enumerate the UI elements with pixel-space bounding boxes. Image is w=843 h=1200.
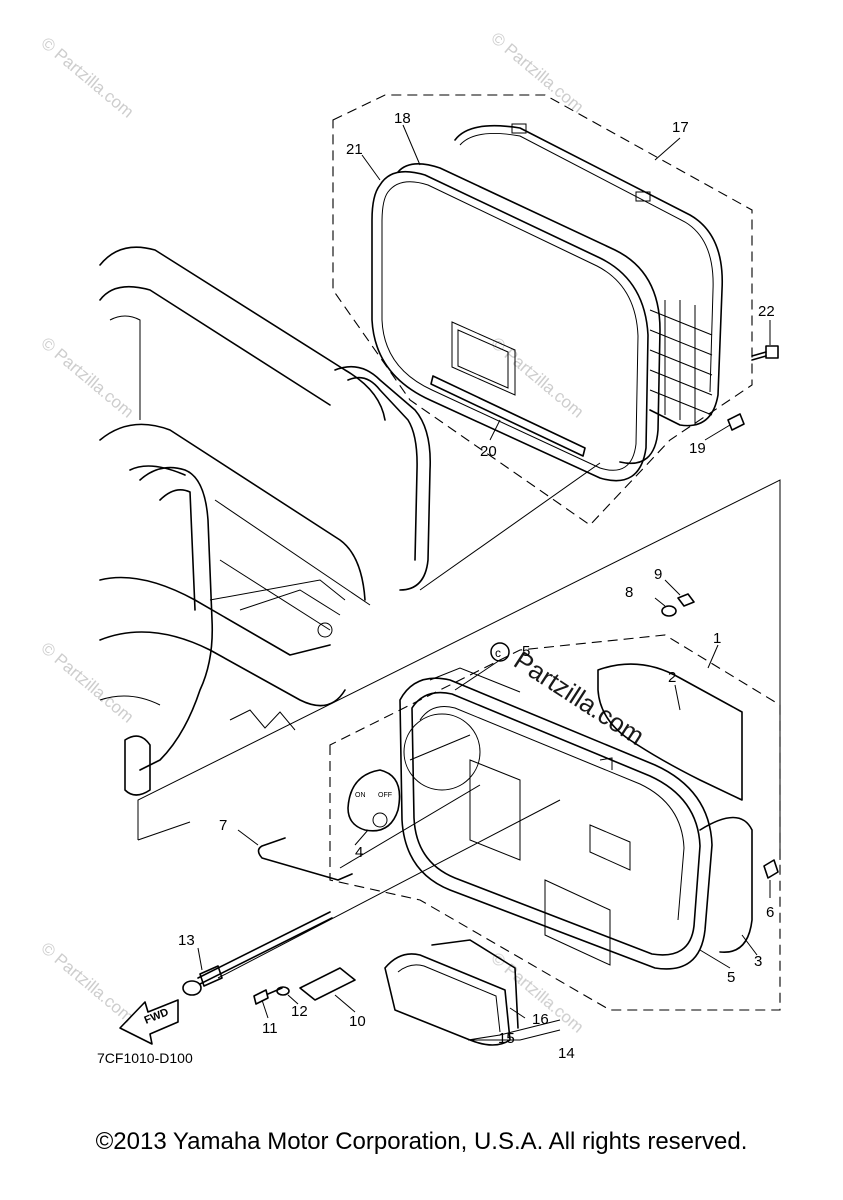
part-label: 10: [349, 1013, 366, 1030]
watermark: © Partzilla.com: [37, 34, 137, 122]
part-label: 3: [754, 953, 762, 970]
drawing-code: 7CF1010-D100: [97, 1050, 193, 1066]
rear-cover: [699, 816, 753, 953]
switch-off-label: OFF: [378, 792, 392, 799]
part-label: 4: [355, 844, 363, 861]
part-label: 13: [178, 932, 195, 949]
watermark-main: c Partzilla.com: [490, 642, 650, 751]
leader-lines: [197, 124, 771, 1041]
part-label: 20: [480, 443, 497, 460]
lower-dashed-outline: [329, 634, 781, 1011]
part-label: 19: [689, 440, 706, 457]
part-label: 22: [758, 303, 775, 320]
washer-12: [276, 986, 290, 996]
part-label: 12: [291, 1003, 308, 1020]
watermark: © Partzilla.com: [37, 334, 137, 422]
air-filter-grid: [454, 123, 724, 427]
part-label: 1: [713, 630, 721, 647]
part-label: 14: [558, 1045, 575, 1062]
screw-11: [253, 987, 283, 1005]
watermark-group: © Partzilla.com © Partzilla.com © Partzi…: [37, 29, 587, 1037]
pad-10: [299, 967, 356, 1001]
upper-group-outline: [332, 94, 753, 526]
lower-group-outline: [137, 479, 781, 860]
watermark: © Partzilla.com: [37, 939, 137, 1027]
washer-8: [661, 605, 677, 617]
part-label: 18: [394, 110, 411, 127]
switch-plate: ON OFF: [347, 769, 401, 832]
case-cover: [371, 170, 649, 482]
part-label: 9: [654, 566, 662, 583]
part-label: 5: [727, 969, 735, 986]
part-label: 6: [766, 904, 774, 921]
part-labels: 1 2 3 4 5 5 6 7 8 9 10 11 12 13 14 15 16…: [178, 110, 775, 1062]
part-label: 8: [625, 584, 633, 601]
clip-19: [727, 413, 745, 431]
watermark-main-text: Partzilla.com: [509, 645, 650, 751]
nut-9: [677, 593, 695, 607]
copyright-notice: ©2013 Yamaha Motor Corporation, U.S.A. A…: [95, 1128, 748, 1155]
clip-6: [763, 859, 779, 879]
main-case: [399, 667, 713, 970]
part-label: 16: [532, 1011, 549, 1028]
part-label: 5: [522, 643, 530, 660]
part-label: 2: [668, 669, 676, 686]
choke-cable: [182, 911, 333, 996]
choke-rod: [257, 837, 353, 881]
part-label: 11: [262, 1020, 278, 1037]
part-label: 15: [498, 1030, 515, 1047]
sponge: [597, 663, 743, 801]
part-label: 17: [672, 119, 689, 136]
copyright-c-icon: c: [495, 646, 501, 660]
part-label: 7: [219, 817, 227, 834]
watermark: © Partzilla.com: [37, 639, 137, 727]
switch-on-label: ON: [355, 792, 366, 799]
generator-frame: [99, 246, 432, 796]
part-label: 21: [346, 141, 363, 158]
seal-strip: [430, 375, 586, 457]
copyright-circle-icon: [490, 642, 510, 662]
bolt-22: [751, 345, 779, 361]
watermark: © Partzilla.com: [487, 29, 587, 117]
